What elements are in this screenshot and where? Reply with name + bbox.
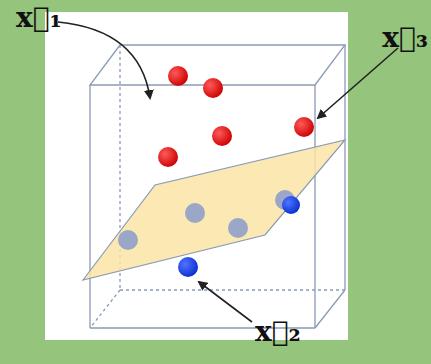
plane-points	[118, 190, 295, 250]
vector-label: x⃗₂	[255, 318, 301, 346]
vector-label: x⃗₁	[16, 4, 62, 32]
inset-panel	[45, 12, 348, 340]
blue-points	[178, 196, 300, 277]
leader-arrows	[58, 22, 398, 322]
red-points	[158, 66, 314, 167]
vector-label: x⃗₃	[382, 24, 428, 52]
separating-plane	[83, 140, 345, 280]
